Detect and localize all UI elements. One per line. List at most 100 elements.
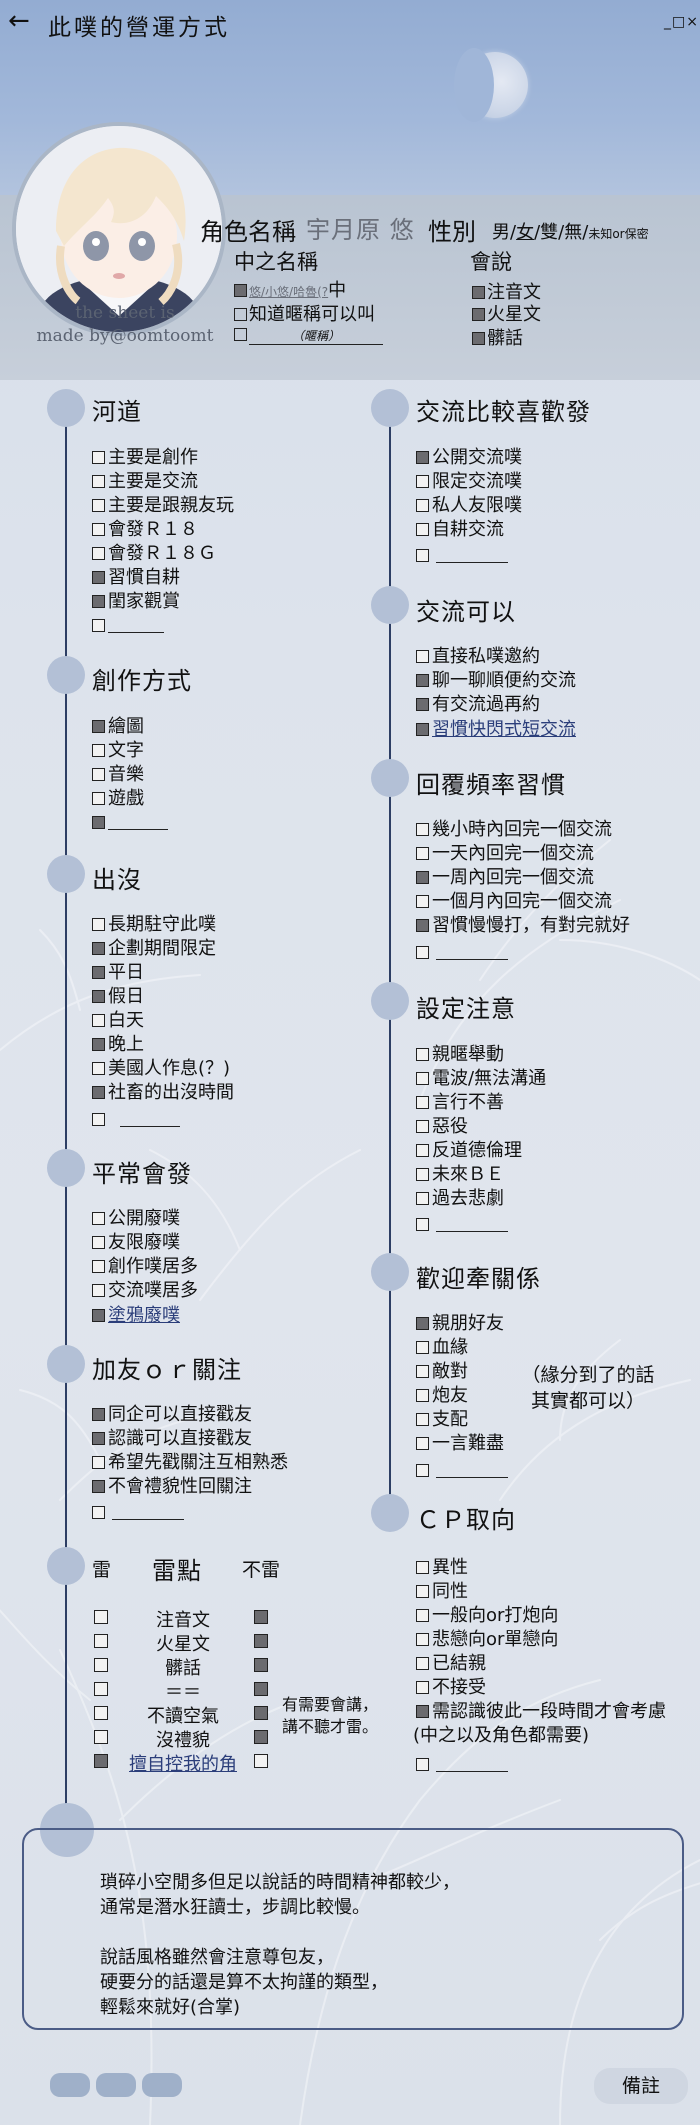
checkbox-item[interactable]: 白天 — [92, 1010, 144, 1032]
checkbox-item-blank[interactable] — [416, 1460, 508, 1482]
checkbox-item[interactable]: 支配 — [416, 1409, 468, 1431]
checkbox-item-checked[interactable]: 社畜的出沒時間 — [92, 1082, 234, 1104]
checkbox-item-checked[interactable]: 閨家觀賞 — [92, 591, 180, 613]
checkbox-item[interactable]: 主要是跟親友玩 — [92, 495, 234, 517]
checkbox-item[interactable]: 反道德倫理 — [416, 1140, 522, 1162]
checkbox-item-checked[interactable]: 繪圖 — [92, 716, 144, 738]
checkbox-item[interactable]: 主要是交流 — [92, 471, 198, 493]
checkbox-item[interactable]: 會發Ｒ１８ — [92, 519, 198, 541]
not-lei-checkbox[interactable] — [254, 1658, 268, 1672]
checkbox-item-checked[interactable]: 需認識彼此一段時間才會考慮 — [416, 1701, 666, 1723]
checkbox-filled[interactable] — [234, 284, 247, 297]
speak-option-2[interactable]: 火星文 — [472, 300, 541, 326]
checkbox-item[interactable]: 主要是創作 — [92, 447, 198, 469]
checkbox-item-checked[interactable]: 一周內回完一個交流 — [416, 867, 594, 889]
checkbox-item[interactable]: 直接私噗邀約 — [416, 646, 540, 668]
checkbox-item-blank[interactable] — [92, 812, 168, 834]
speak-option-3[interactable]: 髒話 — [472, 324, 523, 350]
checkbox-item-checked[interactable]: 習慣自耕 — [92, 567, 180, 589]
checkbox-item-blank[interactable] — [92, 1109, 180, 1131]
checkbox-item[interactable]: 公開廢噗 — [92, 1208, 180, 1230]
checkbox-item-blank[interactable] — [92, 1502, 184, 1524]
checkbox-item[interactable]: 美國人作息(？) — [92, 1058, 230, 1080]
nickname-option-2[interactable]: 知道暱稱可以叫 — [234, 300, 375, 326]
checkbox-item-checked[interactable]: 塗鴉廢噗 — [92, 1305, 180, 1327]
checkbox-item[interactable]: 血緣 — [416, 1337, 468, 1359]
checkbox-item[interactable]: 過去悲劇 — [416, 1188, 504, 1210]
checkbox-item[interactable]: 私人友限噗 — [416, 495, 522, 517]
remarks-button[interactable]: 備註 — [594, 2068, 688, 2104]
checkbox-item-checked[interactable]: 聊一聊順便約交流 — [416, 670, 576, 692]
checkbox-item[interactable]: 電波/無法溝通 — [416, 1068, 546, 1090]
back-arrow-icon[interactable]: ← — [8, 6, 30, 36]
checkbox-empty[interactable] — [234, 328, 247, 341]
checkbox-item[interactable]: 文字 — [92, 740, 144, 762]
lei-checkbox[interactable] — [94, 1634, 108, 1648]
checkbox-item-blank[interactable] — [416, 942, 508, 964]
checkbox-item-blank[interactable] — [92, 615, 164, 637]
checkbox-item-checked[interactable]: 同企可以直接戳友 — [92, 1404, 252, 1426]
not-lei-checkbox[interactable] — [254, 1730, 268, 1744]
checkbox-item[interactable]: 幾小時內回完一個交流 — [416, 819, 612, 841]
page-dot-2[interactable] — [96, 2073, 136, 2097]
nickname-option-3[interactable]: （暱稱） — [234, 324, 383, 345]
not-lei-checkbox[interactable] — [254, 1682, 268, 1696]
checkbox-item[interactable]: 自耕交流 — [416, 519, 504, 541]
checkbox-item[interactable]: 遊戲 — [92, 788, 144, 810]
not-lei-checkbox[interactable] — [254, 1634, 268, 1648]
checkbox-item-checked[interactable]: 晚上 — [92, 1034, 144, 1056]
checkbox-item-checked[interactable]: 企劃期間限定 — [92, 938, 216, 960]
checkbox-item[interactable]: 敵對 — [416, 1361, 468, 1383]
checkbox-item[interactable]: 親暱舉動 — [416, 1044, 504, 1066]
checkbox-item-checked[interactable]: 習慣慢慢打，有對完就好 — [416, 915, 630, 937]
checkbox-item[interactable]: 一般向or打炮向 — [416, 1605, 558, 1627]
checkbox-item[interactable]: 不接受 — [416, 1677, 486, 1699]
checkbox-item-checked[interactable]: 不會禮貌性回關注 — [92, 1476, 252, 1498]
not-lei-checkbox[interactable] — [254, 1610, 268, 1624]
nickname-option-1[interactable]: 悠/小悠/哈魯(?中 — [234, 276, 346, 302]
checkbox-item[interactable]: 創作噗居多 — [92, 1256, 198, 1278]
checkbox-item[interactable]: 言行不善 — [416, 1092, 504, 1114]
speak-option-1[interactable]: 注音文 — [472, 278, 541, 304]
checkbox-item[interactable]: 會發Ｒ１８Ｇ — [92, 543, 216, 565]
checkbox-item[interactable]: 友限廢噗 — [92, 1232, 180, 1254]
lei-checkbox[interactable] — [94, 1682, 108, 1696]
checkbox-item-checked[interactable]: 親朋好友 — [416, 1313, 504, 1335]
checkbox-item-checked[interactable]: 認識可以直接戳友 — [92, 1428, 252, 1450]
checkbox-item[interactable]: 異性 — [416, 1557, 468, 1579]
checkbox-item-checked[interactable]: 假日 — [92, 986, 144, 1008]
lei-checkbox[interactable] — [94, 1754, 108, 1768]
lei-checkbox[interactable] — [94, 1730, 108, 1744]
checkbox-item[interactable]: 同性 — [416, 1581, 468, 1603]
checkbox-item[interactable]: 未來ＢＥ — [416, 1164, 504, 1186]
page-dot-1[interactable] — [50, 2073, 90, 2097]
checkbox-item-blank[interactable] — [416, 545, 508, 567]
checkbox-item-checked[interactable]: 有交流過再約 — [416, 694, 540, 716]
checkbox-item[interactable]: 一天內回完一個交流 — [416, 843, 594, 865]
lei-checkbox[interactable] — [94, 1706, 108, 1720]
checkbox-empty[interactable] — [234, 308, 247, 321]
lei-checkbox[interactable] — [94, 1610, 108, 1624]
checkbox-item[interactable]: 一言難盡 — [416, 1433, 504, 1455]
lei-checkbox[interactable] — [94, 1658, 108, 1672]
checkbox-item[interactable]: 悲戀向or單戀向 — [416, 1629, 558, 1651]
checkbox-item[interactable]: 音樂 — [92, 764, 144, 786]
checkbox-item[interactable]: 惡役 — [416, 1116, 468, 1138]
checkbox-item[interactable]: 希望先戳關注互相熟悉 — [92, 1452, 288, 1474]
checkbox-item-blank[interactable] — [416, 1214, 508, 1236]
checkbox-item-checked[interactable]: 習慣快閃式短交流 — [416, 719, 576, 741]
not-lei-checkbox[interactable] — [254, 1706, 268, 1720]
page-dot-3[interactable] — [142, 2073, 182, 2097]
gender-option-female[interactable]: 女 — [516, 222, 535, 243]
checkbox-item[interactable]: 長期駐守此噗 — [92, 914, 216, 936]
checkbox-item[interactable]: 交流噗居多 — [92, 1280, 198, 1302]
checkbox-item-checked[interactable]: 公開交流噗 — [416, 447, 522, 469]
checkbox-item[interactable]: 炮友 — [416, 1385, 468, 1407]
checkbox-item[interactable]: 一個月內回完一個交流 — [416, 891, 612, 913]
checkbox-item[interactable]: 限定交流噗 — [416, 471, 522, 493]
checkbox-item[interactable]: 已結親 — [416, 1653, 486, 1675]
checkbox-item-blank[interactable] — [416, 1754, 508, 1776]
checkbox-item-checked[interactable]: 平日 — [92, 962, 144, 984]
window-controls[interactable]: _□× — [664, 14, 699, 30]
not-lei-checkbox[interactable] — [254, 1754, 268, 1768]
